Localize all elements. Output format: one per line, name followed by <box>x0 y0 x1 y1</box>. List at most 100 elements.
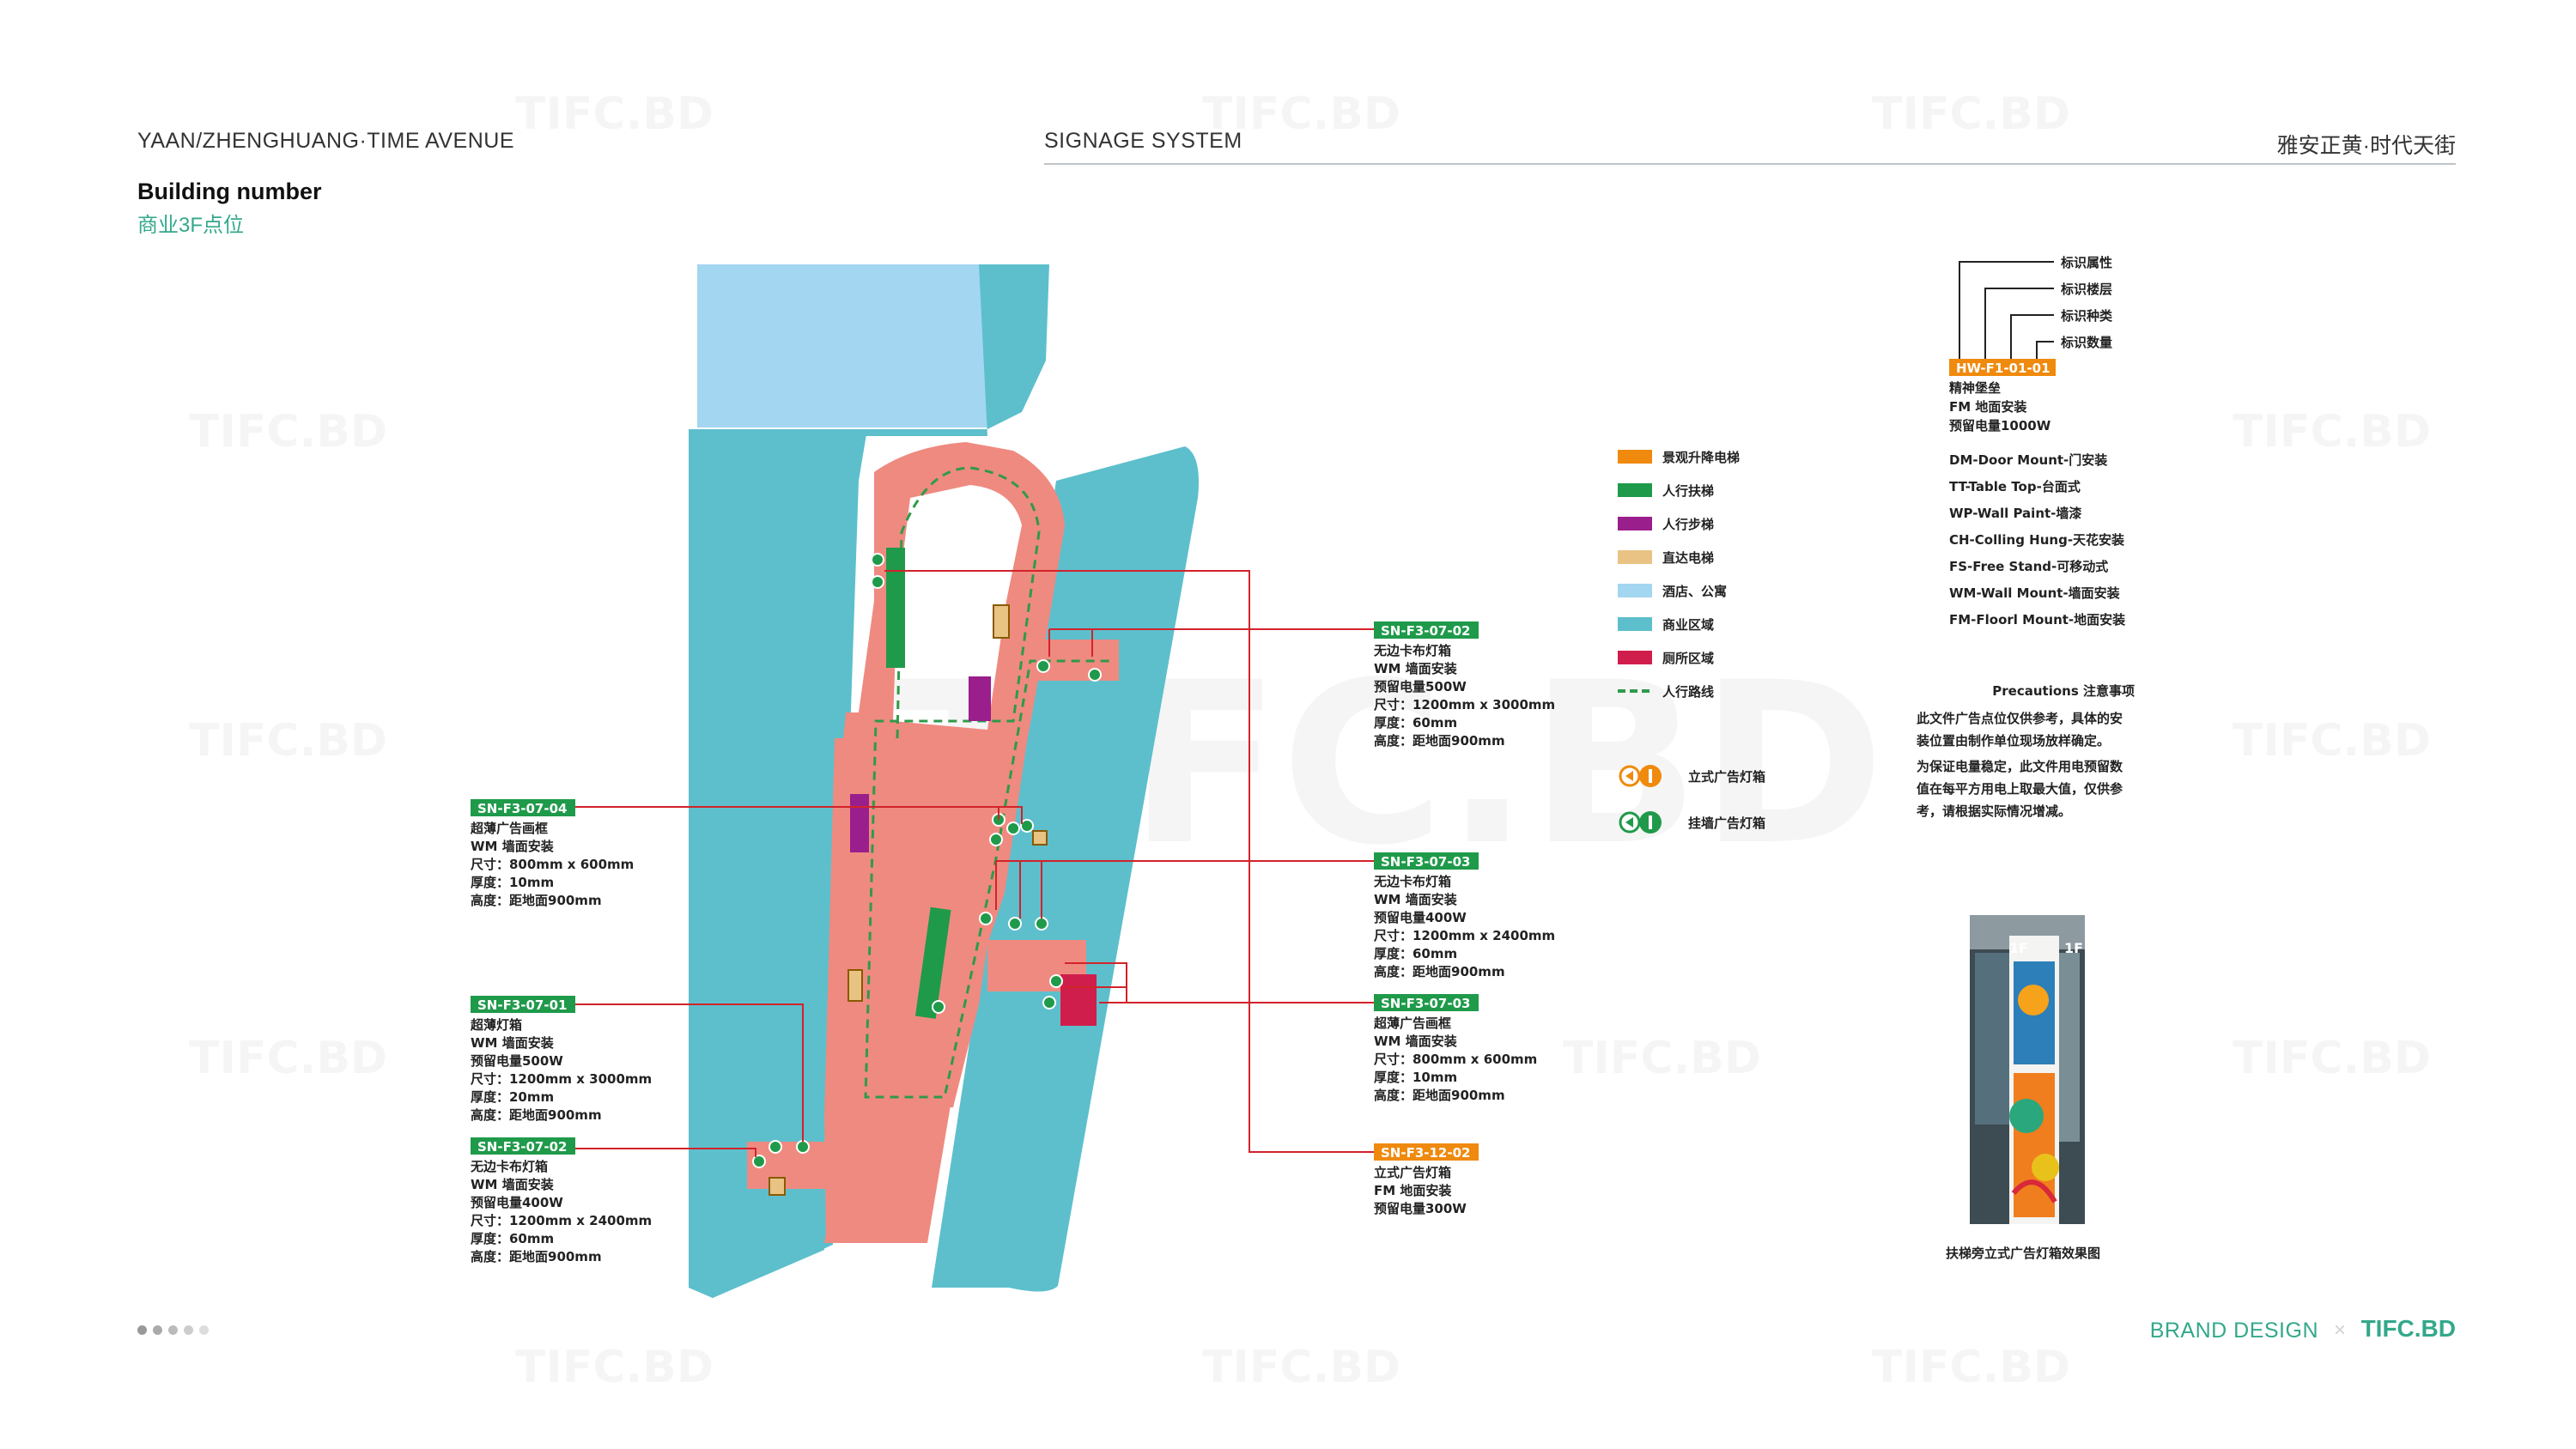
sample-line: FM 地面安装 <box>1949 399 2027 415</box>
callout-line: 尺寸：1200mm x 2400mm <box>1374 928 1555 943</box>
code-tag-text: SN-F3-12-02 <box>1381 1145 1470 1161</box>
callout-line: 无边卡布灯箱 <box>1373 643 1451 658</box>
callout-line: 预留电量400W <box>1374 910 1467 925</box>
mall-east-area <box>932 446 1199 1292</box>
callout-line: 尺寸：1200mm x 2400mm <box>471 1213 652 1228</box>
precautions-title: Precautions 注意事项 <box>1992 683 2135 699</box>
precautions-line: 考，请根据实际情况增减。 <box>1917 803 2071 819</box>
mount-type: CH-Colling Hung-天花安装 <box>1949 532 2125 548</box>
code-key-attr: 标识属性 <box>2060 255 2112 270</box>
watermark: TIFC.BD <box>1872 1342 2070 1393</box>
legend: 景观升降电梯 人行扶梯 人行步梯 直达电梯 酒店、公寓 商业区域 厕所区域 人行… <box>1618 450 1765 834</box>
callout-line: WM 墙面安装 <box>471 1177 555 1192</box>
callout-line: WM 墙面安装 <box>471 1035 555 1051</box>
legend-swatch <box>1618 617 1652 631</box>
callout-line: WM 墙面安装 <box>471 839 555 854</box>
code-tag <box>1374 852 1479 870</box>
leader-line <box>575 1148 756 1157</box>
sign-marker <box>752 1155 766 1168</box>
sign-marker <box>1088 668 1102 682</box>
direct-lift <box>993 604 1010 639</box>
stairs <box>850 794 869 852</box>
callout-line: 高度：距地面900mm <box>471 1249 602 1264</box>
legend-swatch <box>1618 651 1652 664</box>
callout-line: 高度：距地面900mm <box>1374 733 1505 749</box>
sign-marker <box>769 1140 782 1154</box>
leader-line <box>575 806 1023 824</box>
callout-line: WM 墙面安装 <box>1374 1034 1458 1049</box>
callout-sn-f3-07-04: SN-F3-07-04 超薄广告画框 WM 墙面安装 尺寸：800mm x 60… <box>470 799 634 908</box>
callout-sn-f3-07-03-lower: SN-F3-07-03 超薄广告画框 WM 墙面安装 尺寸：800mm x 60… <box>1373 994 1537 1103</box>
sign-marker <box>1036 659 1050 673</box>
precautions-line: 此文件广告点位仅供参考，具体的安 <box>1917 711 2123 726</box>
callout-sn-f3-07-01: SN-F3-07-01 超薄灯箱 WM 墙面安装 预留电量500W 尺寸：120… <box>470 996 652 1123</box>
direct-lift <box>769 1177 786 1196</box>
standing-lightbox-icon <box>1619 765 1662 787</box>
callout-line: 厚度：60mm <box>1374 715 1457 731</box>
code-tag <box>1374 994 1479 1011</box>
callout-line: 高度：距地面900mm <box>1374 964 1505 979</box>
callout-line: 尺寸：1200mm x 3000mm <box>471 1071 652 1087</box>
toilet <box>1060 974 1097 1026</box>
callout-line: 预留电量500W <box>1374 679 1467 694</box>
code-tag-text: SN-F3-07-04 <box>477 801 567 816</box>
code-tag-text: SN-F3-07-02 <box>1381 623 1470 639</box>
footer-separator: × <box>2333 1319 2346 1342</box>
legend-label: 人行扶梯 <box>1662 483 1714 499</box>
sign-marker <box>1020 819 1034 833</box>
precautions: Precautions 注意事项 此文件广告点位仅供参考，具体的安 装位置由制作… <box>1916 683 2135 819</box>
photo-caption: 扶梯旁立式广告灯箱效果图 <box>1946 1246 2100 1261</box>
page-dot <box>168 1325 178 1335</box>
precautions-line: 为保证电量稳定，此文件用电预留数 <box>1917 759 2123 774</box>
sign-marker <box>989 833 1003 846</box>
code-tag <box>1374 1143 1479 1161</box>
pedestrian-route <box>864 466 1112 1099</box>
watermark: TIFC.BD <box>1202 1342 1400 1393</box>
header-section-title: SIGNAGE SYSTEM <box>1044 129 1242 153</box>
legend-swatch <box>1618 584 1652 597</box>
leader-line <box>1065 962 1127 1003</box>
mount-type: FS-Free Stand-可移动式 <box>1949 559 2108 574</box>
watermark: TIFC.BD <box>1202 88 1400 140</box>
watermark: TIFC.BD <box>189 406 387 458</box>
effect-photo: 1F 1F 扶梯旁立式广告灯箱效果图 <box>1946 915 2100 1261</box>
legend-swatch <box>1618 517 1652 530</box>
header-divider <box>1044 163 2456 165</box>
mount-type: DM-Door Mount-门安装 <box>1949 452 2108 468</box>
sign-marker <box>1042 996 1056 1009</box>
leader-line <box>575 1003 804 1142</box>
wall-lightbox-icon <box>1619 811 1662 834</box>
header-project-title-cn: 雅安正黄·时代天街 <box>2276 134 2456 158</box>
watermark: TIFC.BD <box>189 1033 387 1084</box>
sample-code-text: HW-F1-01-01 <box>1956 361 2050 376</box>
escalator <box>914 906 951 1019</box>
code-tag <box>471 1137 575 1155</box>
mount-type: WP-Wall Paint-墙漆 <box>1949 506 2081 521</box>
sign-marker <box>796 1140 810 1154</box>
sign-marker <box>1049 974 1063 988</box>
sign-marker <box>932 1000 945 1014</box>
footer-brand: BRAND DESIGN <box>2149 1319 2318 1343</box>
mount-types: DM-Door Mount-门安装 TT-Table Top-台面式 WP-Wa… <box>1949 452 2126 627</box>
callout-line: 超薄广告画框 <box>470 821 548 836</box>
callout-line: 尺寸：800mm x 600mm <box>471 857 634 872</box>
watermark: TIFC.BD <box>1563 1033 1761 1084</box>
code-key: 标识属性 标识楼层 标识种类 标识数量 HW-F1-01-01 精神堡垒 FM … <box>1949 255 2113 433</box>
callout-line: 超薄广告画框 <box>1373 1016 1451 1031</box>
callout-sn-f3-12-02: SN-F3-12-02 立式广告灯箱 FM 地面安装 预留电量300W <box>1374 1143 1479 1216</box>
code-tag-text: SN-F3-07-02 <box>477 1139 567 1155</box>
sign-marker <box>1035 917 1048 931</box>
watermark: TIFC.BD <box>515 88 714 140</box>
mount-type: WM-Wall Mount-墙面安装 <box>1949 585 2121 601</box>
page-dot <box>199 1325 209 1335</box>
direct-lift <box>1032 830 1048 846</box>
callout-line: WM 墙面安装 <box>1374 661 1458 676</box>
code-tag-text: SN-F3-07-03 <box>1381 996 1470 1011</box>
page-subheading: 商业3F点位 <box>137 214 245 237</box>
escalator <box>886 548 905 668</box>
page-dot <box>184 1325 193 1335</box>
sample-line: 精神堡垒 <box>1949 380 2001 396</box>
code-tag <box>1374 621 1479 639</box>
walkway-corridor <box>824 442 1065 1243</box>
